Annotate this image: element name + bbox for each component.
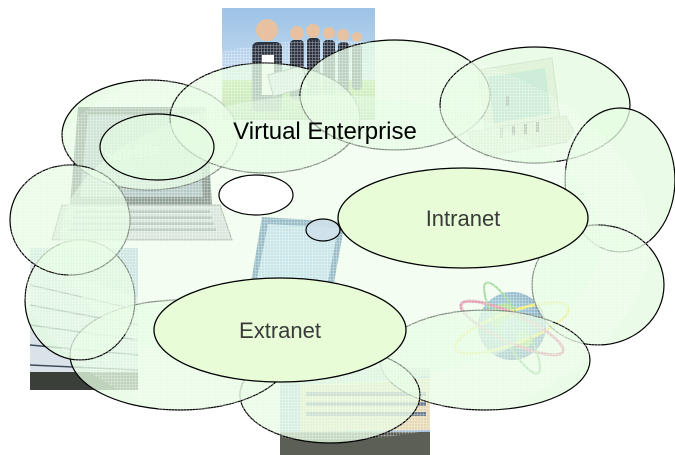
diagram-title: Virtual Enterprise [233, 118, 417, 145]
small-bubble [99, 113, 215, 181]
extranet-node: Extranet [153, 277, 407, 383]
tiny-bubble [305, 218, 341, 242]
intranet-node: Intranet [337, 167, 589, 269]
virtual-enterprise-cloud [9, 39, 675, 444]
mini-bubble [218, 174, 294, 216]
extranet-label: Extranet [239, 318, 321, 343]
intranet-label: Intranet [426, 206, 501, 231]
